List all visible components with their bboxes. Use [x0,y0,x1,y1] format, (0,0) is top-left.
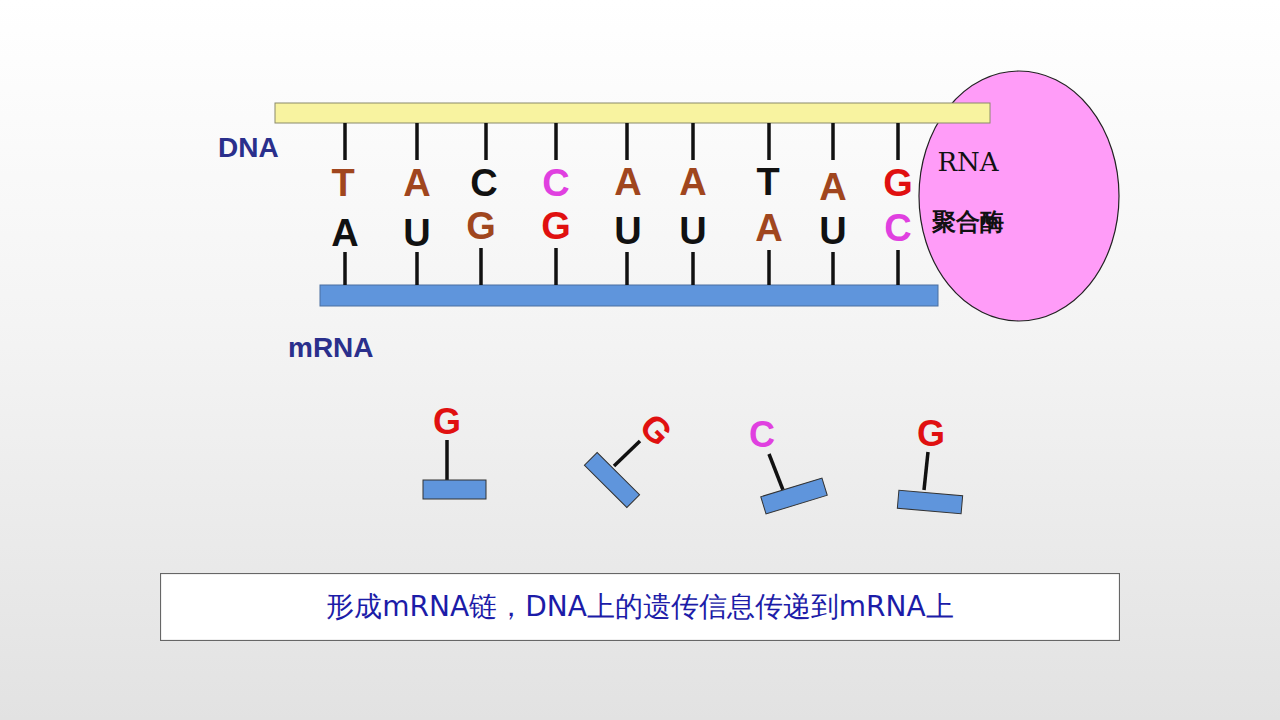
free-nucleotide-base: G [917,416,945,452]
caption-box: 形成mRNA链，DNA上的遗传信息传递到mRNA上 [160,573,1120,641]
strand-label: mRNA [288,334,374,362]
dna-base: C [542,164,569,202]
rna-base: U [679,212,706,250]
dna-base: C [470,164,497,202]
rna-base: U [819,212,846,250]
enzyme-label: 聚合酶 [932,206,1004,238]
free-nucleotide-base: G [433,404,461,440]
dna-base: A [614,163,641,201]
rna-base: U [614,212,641,250]
dna-base: T [331,164,354,202]
mrna-strand [320,285,938,306]
rna-base: G [466,207,496,245]
free-nucleotide-base: G [633,407,678,452]
dna-base: G [883,164,913,202]
rna-base: U [403,214,430,252]
free-nucleotides [423,440,963,514]
rna-base: A [331,214,358,252]
enzyme-label: RNA [937,147,998,177]
rna-base: A [755,209,782,247]
dna-base: A [679,163,706,201]
free-nucleotide-base: C [749,417,775,453]
base-pair-bonds [345,123,898,285]
dna-strand [275,103,990,123]
rna-base: C [884,209,911,247]
caption-text: 形成mRNA链，DNA上的遗传信息传递到mRNA上 [326,588,953,626]
rna-base: G [541,207,571,245]
dna-base: A [819,168,846,206]
dna-base: A [403,164,430,202]
strand-label: DNA [218,134,279,162]
dna-base: T [756,163,779,201]
